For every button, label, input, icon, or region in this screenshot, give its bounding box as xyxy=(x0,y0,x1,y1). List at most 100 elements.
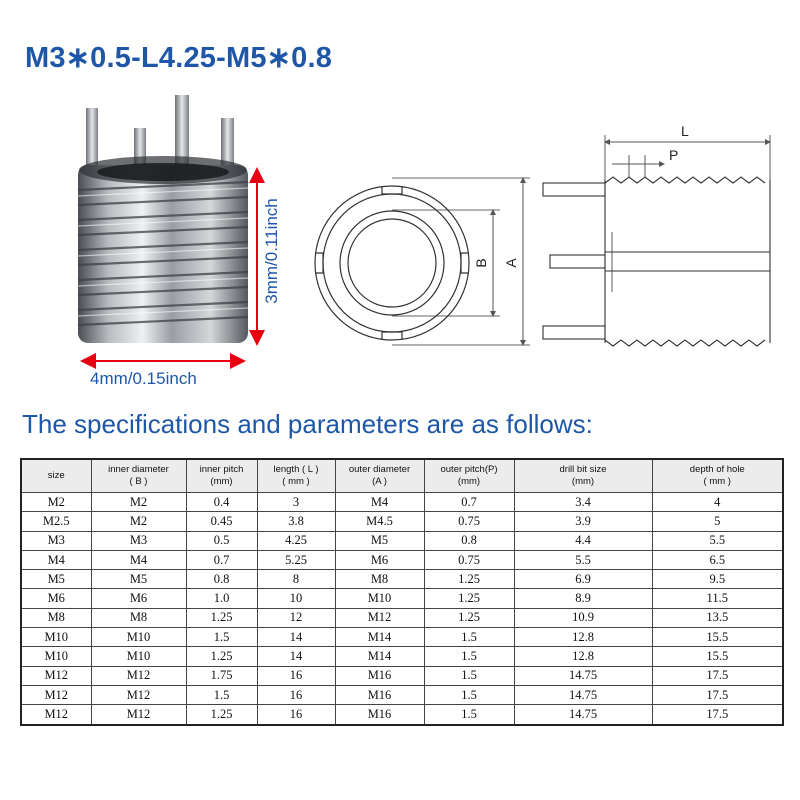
header-length: length ( L )( mm ) xyxy=(256,458,336,493)
cell-outer-diameter: M16 xyxy=(334,665,425,686)
cell-depth-of-hole: 9.5 xyxy=(651,569,784,590)
cell-drill-bit-size: 8.9 xyxy=(513,588,653,609)
cell-length: 3.8 xyxy=(256,511,336,532)
height-label: 3mm/0.11inch xyxy=(262,198,281,304)
cell-size: M2.5 xyxy=(20,511,92,532)
cell-depth-of-hole: 6.5 xyxy=(651,549,784,571)
cell-depth-of-hole: 15.5 xyxy=(651,627,784,648)
cell-inner-pitch: 1.25 xyxy=(185,646,258,667)
end-view-drawing xyxy=(314,177,530,346)
header-inner-diameter: inner diameter( B ) xyxy=(90,458,187,493)
cell-depth-of-hole: 4 xyxy=(651,491,784,513)
cell-size: M4 xyxy=(20,549,92,571)
cell-drill-bit-size: 12.8 xyxy=(513,627,653,648)
cell-size: M12 xyxy=(20,684,92,706)
cell-inner-pitch: 1.0 xyxy=(185,588,258,609)
label-L: L xyxy=(681,123,689,139)
header-size: size xyxy=(20,458,92,493)
cell-drill-bit-size: 14.75 xyxy=(513,665,653,686)
cell-outer-diameter: M16 xyxy=(334,684,425,706)
cell-outer-diameter: M16 xyxy=(334,704,425,726)
cell-inner-pitch: 1.25 xyxy=(185,704,258,726)
cell-inner-pitch: 0.8 xyxy=(185,569,258,590)
cell-outer-diameter: M14 xyxy=(334,627,425,648)
cell-length: 8 xyxy=(256,569,336,590)
cell-outer-diameter: M6 xyxy=(334,549,425,571)
cell-inner-diameter: M10 xyxy=(90,627,187,648)
cell-outer-pitch: 0.7 xyxy=(423,491,515,513)
cell-depth-of-hole: 11.5 xyxy=(651,588,784,609)
cell-inner-diameter: M2 xyxy=(90,491,187,513)
cell-inner-pitch: 0.4 xyxy=(185,491,258,513)
cell-size: M3 xyxy=(20,530,92,551)
cell-inner-pitch: 0.45 xyxy=(185,511,258,532)
cell-length: 16 xyxy=(256,684,336,706)
cell-depth-of-hole: 17.5 xyxy=(651,704,784,726)
cell-depth-of-hole: 13.5 xyxy=(651,607,784,629)
cell-inner-diameter: M3 xyxy=(90,530,187,551)
cell-drill-bit-size: 12.8 xyxy=(513,646,653,667)
cell-drill-bit-size: 3.9 xyxy=(513,511,653,532)
cell-inner-diameter: M8 xyxy=(90,607,187,629)
product-figure: A B L P xyxy=(77,95,771,369)
width-label: 4mm/0.15inch xyxy=(90,369,197,388)
cell-size: M12 xyxy=(20,704,92,726)
cell-inner-diameter: M12 xyxy=(90,684,187,706)
product-title: M3∗0.5-L4.25-M5∗0.8 xyxy=(25,42,333,74)
cell-outer-diameter: M4 xyxy=(334,491,425,513)
cell-depth-of-hole: 15.5 xyxy=(651,646,784,667)
cell-outer-pitch: 1.25 xyxy=(423,569,515,590)
side-view-drawing xyxy=(542,135,771,347)
cell-outer-pitch: 0.75 xyxy=(423,511,515,532)
cell-length: 5.25 xyxy=(256,549,336,571)
cell-outer-diameter: M12 xyxy=(334,607,425,629)
header-outer-pitch: outer pitch(P)(mm) xyxy=(423,458,515,493)
table-header-row: size inner diameter( B ) inner pitch(mm)… xyxy=(20,458,784,493)
cell-size: M10 xyxy=(20,627,92,648)
cell-outer-pitch: 1.5 xyxy=(423,684,515,706)
cell-outer-diameter: M4.5 xyxy=(334,511,425,532)
cell-drill-bit-size: 3.4 xyxy=(513,491,653,513)
cell-size: M12 xyxy=(20,665,92,686)
header-inner-pitch: inner pitch(mm) xyxy=(185,458,258,493)
cell-inner-diameter: M5 xyxy=(90,569,187,590)
cell-outer-pitch: 0.75 xyxy=(423,549,515,571)
cell-length: 4.25 xyxy=(256,530,336,551)
cell-drill-bit-size: 6.9 xyxy=(513,569,653,590)
cell-size: M5 xyxy=(20,569,92,590)
cell-inner-diameter: M6 xyxy=(90,588,187,609)
cell-length: 12 xyxy=(256,607,336,629)
cell-depth-of-hole: 5.5 xyxy=(651,530,784,551)
cell-outer-pitch: 1.25 xyxy=(423,607,515,629)
label-P: P xyxy=(669,147,678,163)
cell-outer-pitch: 1.25 xyxy=(423,588,515,609)
cell-inner-diameter: M12 xyxy=(90,704,187,726)
cell-outer-diameter: M5 xyxy=(334,530,425,551)
cell-depth-of-hole: 17.5 xyxy=(651,684,784,706)
cell-outer-diameter: M8 xyxy=(334,569,425,590)
label-B: B xyxy=(473,258,489,267)
cell-inner-pitch: 0.7 xyxy=(185,549,258,571)
cell-length: 14 xyxy=(256,627,336,648)
cell-outer-pitch: 1.5 xyxy=(423,704,515,726)
cell-inner-pitch: 0.5 xyxy=(185,530,258,551)
cell-drill-bit-size: 10.9 xyxy=(513,607,653,629)
cell-inner-diameter: M12 xyxy=(90,665,187,686)
cell-outer-pitch: 1.5 xyxy=(423,646,515,667)
cell-size: M2 xyxy=(20,491,92,513)
cell-depth-of-hole: 17.5 xyxy=(651,665,784,686)
insert-body xyxy=(78,165,248,343)
header-drill-bit-size: drill bit size(mm) xyxy=(513,458,653,493)
cell-drill-bit-size: 14.75 xyxy=(513,704,653,726)
cell-size: M8 xyxy=(20,607,92,629)
